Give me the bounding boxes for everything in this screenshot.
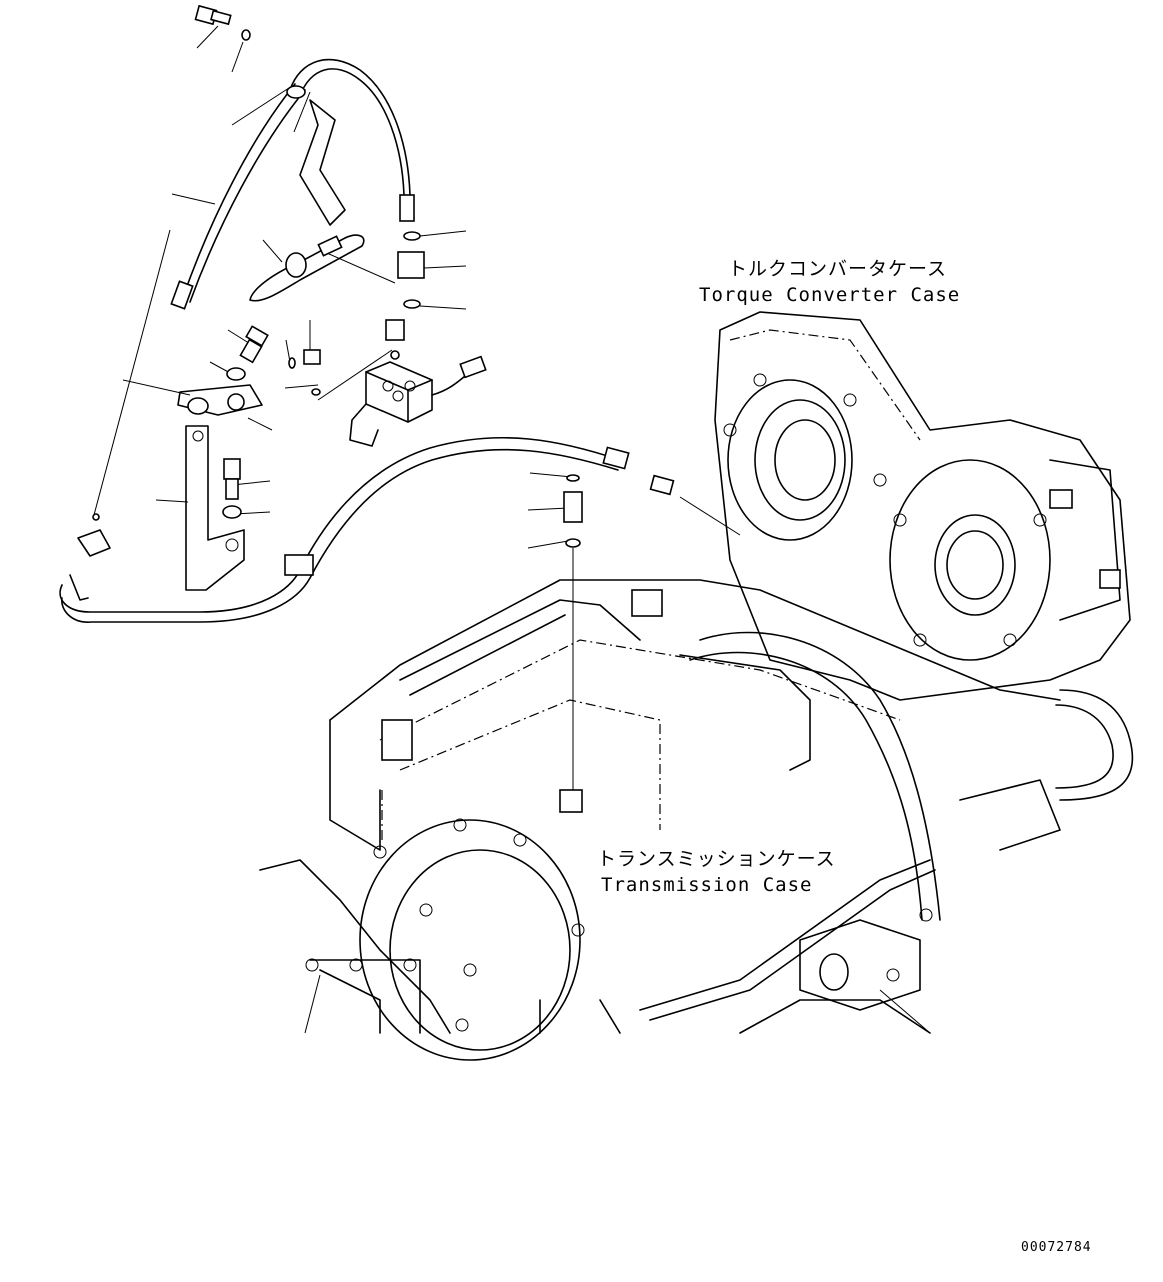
long-hose [59, 436, 675, 623]
tee-fitting [397, 231, 425, 309]
sensor-assembly [249, 234, 365, 302]
transmission-label-jp: トランスミッションケース [597, 848, 836, 870]
small-fittings [226, 325, 321, 396]
torque-converter-case [714, 311, 1131, 701]
torque-converter-label-en: Torque Converter Case [699, 284, 961, 306]
figure-number: 00072784 [1021, 1240, 1092, 1255]
torque-converter-label-jp: トルクコンバータケース [728, 258, 948, 280]
transmission-label-en: Transmission Case [601, 874, 813, 896]
valve-block [349, 319, 487, 447]
middle-fittings [563, 474, 583, 548]
transmission-case [259, 579, 1134, 1061]
top-hose-assembly [170, 4, 415, 310]
bracket-assembly [177, 384, 263, 591]
